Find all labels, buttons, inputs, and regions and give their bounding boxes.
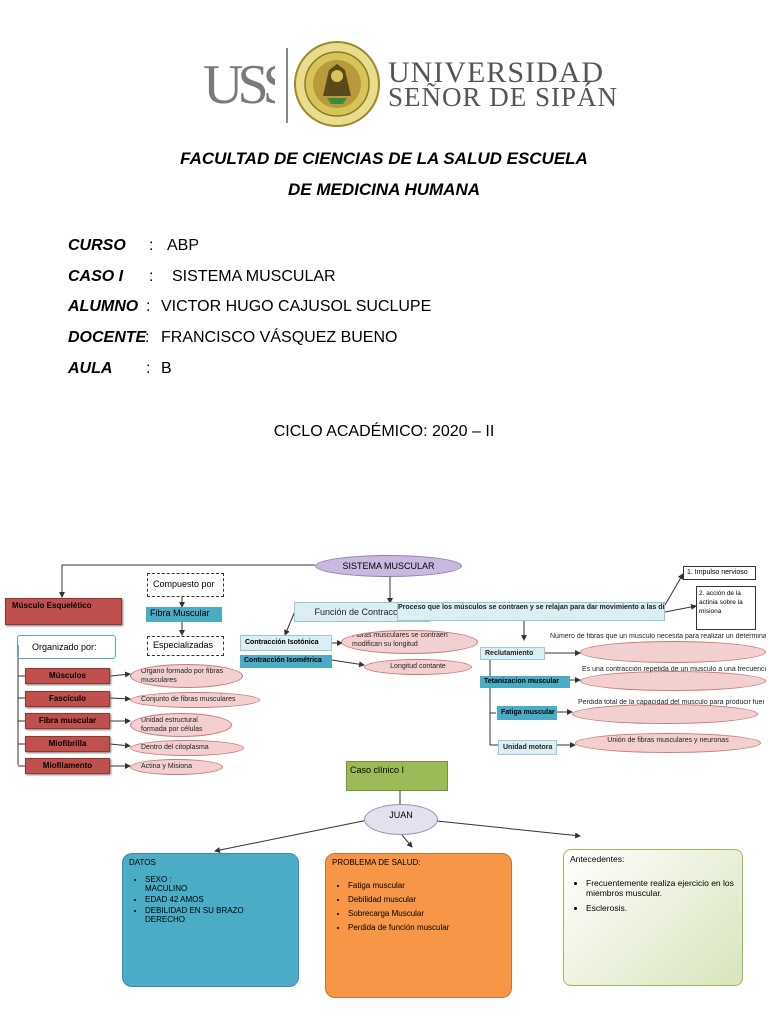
unidad-motora-node: Unidad motora <box>498 740 557 755</box>
especializadas-node: Especializadas <box>147 636 224 656</box>
info-label-alumno: ALUMNO <box>68 298 139 315</box>
unidad-motora-desc-oval: Unión de fibras musculares y neuronas <box>575 733 761 753</box>
accion-node: 2. acción de la actinia sobre la misiona <box>696 586 756 630</box>
isometrica-desc-oval: Longitud contante <box>364 659 472 675</box>
skeletal-muscle-node: Músculo Esquelético <box>5 598 122 625</box>
antecedentes-title: Antecedentes: <box>570 854 625 864</box>
isotonica-node: Contracción Isotónica <box>240 635 332 651</box>
uss-logo: USS <box>203 55 275 111</box>
musculos-desc-oval: Órgano formado por fibras musculares <box>130 664 243 688</box>
info-label-aula: AULA <box>68 360 113 377</box>
antecedentes-item: Frecuentemente realiza ejercicio en los … <box>586 878 736 898</box>
info-label-curso: CURSO <box>68 237 126 254</box>
fibra-muscular-node: Fibra Muscular <box>146 607 222 622</box>
tetanizacion-desc-oval <box>580 671 766 691</box>
datos-item: EDAD 42 AMOS <box>145 895 215 904</box>
antecedentes-card: Antecedentes: Frecuentemente realiza eje… <box>563 849 743 986</box>
problema-item: Debilidad muscular <box>348 895 505 904</box>
info-label-docente: DOCENTE <box>68 329 147 346</box>
info-colon: : <box>149 268 154 285</box>
info-colon: : <box>146 360 151 377</box>
fatiga-desc-oval <box>572 704 758 724</box>
caso-clinico-node: Caso clínico I <box>346 761 448 791</box>
datos-title: DATOS <box>129 858 156 867</box>
fibra-muscular-item-node: Fibra muscular <box>25 713 110 729</box>
compuesto-node: Compuesto por <box>147 573 224 597</box>
problema-card: PROBLEMA DE SALUD: Fatiga muscular Debil… <box>325 853 512 998</box>
organizado-node: Organizado por: <box>17 635 116 659</box>
svg-text:USS: USS <box>203 55 275 111</box>
problema-item: Perdida de función muscular <box>348 923 505 932</box>
university-name-line1: UNIVERSIDAD <box>388 56 604 89</box>
antecedentes-list: Frecuentemente realiza ejercicio en los … <box>570 878 736 913</box>
antecedentes-item: Esclerosis. <box>586 903 736 913</box>
reclutamiento-desc-text: Numero de fibras que un musculo necesita… <box>550 633 766 640</box>
info-value-caso: SISTEMA MUSCULAR <box>172 268 336 285</box>
info-colon: : <box>149 237 154 254</box>
miofilamento-desc-oval: Actina y Misiona <box>130 759 223 775</box>
miofibrilla-desc-oval: Dentro del citoplasma <box>130 740 244 756</box>
datos-card: DATOS SEXO : MACULINO EDAD 42 AMOS DEBIL… <box>122 853 299 987</box>
miofilamento-node: Miofilamento <box>25 758 110 774</box>
problema-title: PROBLEMA DE SALUD: <box>332 858 421 867</box>
university-seal-icon <box>294 41 380 127</box>
musculos-node: Músculos <box>25 668 110 684</box>
university-name-line2: SEÑOR DE SIPÁN <box>388 82 619 112</box>
isotonica-desc-oval: Fibras musculares se contraen modifican … <box>341 630 478 654</box>
proceso-node: Proceso que los músculos se contraen y s… <box>397 602 665 621</box>
tetanizacion-node: Tetanizacion muscular <box>480 676 570 688</box>
academic-cycle: CICLO ACADÉMICO: 2020 – II <box>273 423 495 440</box>
reclutamiento-desc-oval <box>580 641 766 663</box>
info-colon: : <box>145 329 150 346</box>
fatiga-node: Fatiga muscular <box>497 706 557 720</box>
problema-item: Fatiga muscular <box>348 881 505 890</box>
info-colon: : <box>146 298 151 315</box>
faculty-title-line1: FACULTAD DE CIENCIAS DE LA SALUD ESCUELA <box>180 149 588 168</box>
tetanizacion-desc-text: Es una contracción repetida de un muscul… <box>582 666 766 673</box>
datos-item: DEBILIDAD EN SU BRAZO DERECHO <box>145 906 275 924</box>
reclutamiento-node: Reclutamiento <box>480 647 545 660</box>
fasciculo-desc-oval: Conjunto de fibras musculares <box>130 692 260 708</box>
isometrica-node: Contracción Isométrica <box>240 655 332 668</box>
logo-divider <box>286 48 288 123</box>
impulso-node: 1. Impulso nervioso <box>683 566 756 580</box>
concept-map-connectors <box>17 564 697 853</box>
patient-node: JUAN <box>364 804 438 835</box>
info-value-curso: ABP <box>167 237 200 254</box>
fibra-desc-oval: Unidad estructural formada por células <box>130 713 232 737</box>
info-value-aula: B <box>161 360 172 377</box>
problema-list: Fatiga muscular Debilidad muscular Sobre… <box>332 881 505 932</box>
info-value-docente: FRANCISCO VÁSQUEZ BUENO <box>161 329 398 346</box>
info-label-caso: CASO I <box>68 268 124 285</box>
faculty-title-line2: DE MEDICINA HUMANA <box>287 180 481 199</box>
root-node: SISTEMA MUSCULAR <box>315 555 462 577</box>
problema-item: Sobrecarga Muscular <box>348 909 505 918</box>
datos-list: SEXO : MACULINO EDAD 42 AMOS DEBILIDAD E… <box>129 875 292 924</box>
miofibrilla-node: Miofibrilla <box>25 736 110 752</box>
datos-item: SEXO : MACULINO <box>145 875 215 893</box>
fatiga-desc-text: Perdida total de la capacidad del muscul… <box>578 699 764 706</box>
fasciculo-node: Fascículo <box>25 691 110 707</box>
info-value-alumno: VICTOR HUGO CAJUSOL SUCLUPE <box>161 298 432 315</box>
